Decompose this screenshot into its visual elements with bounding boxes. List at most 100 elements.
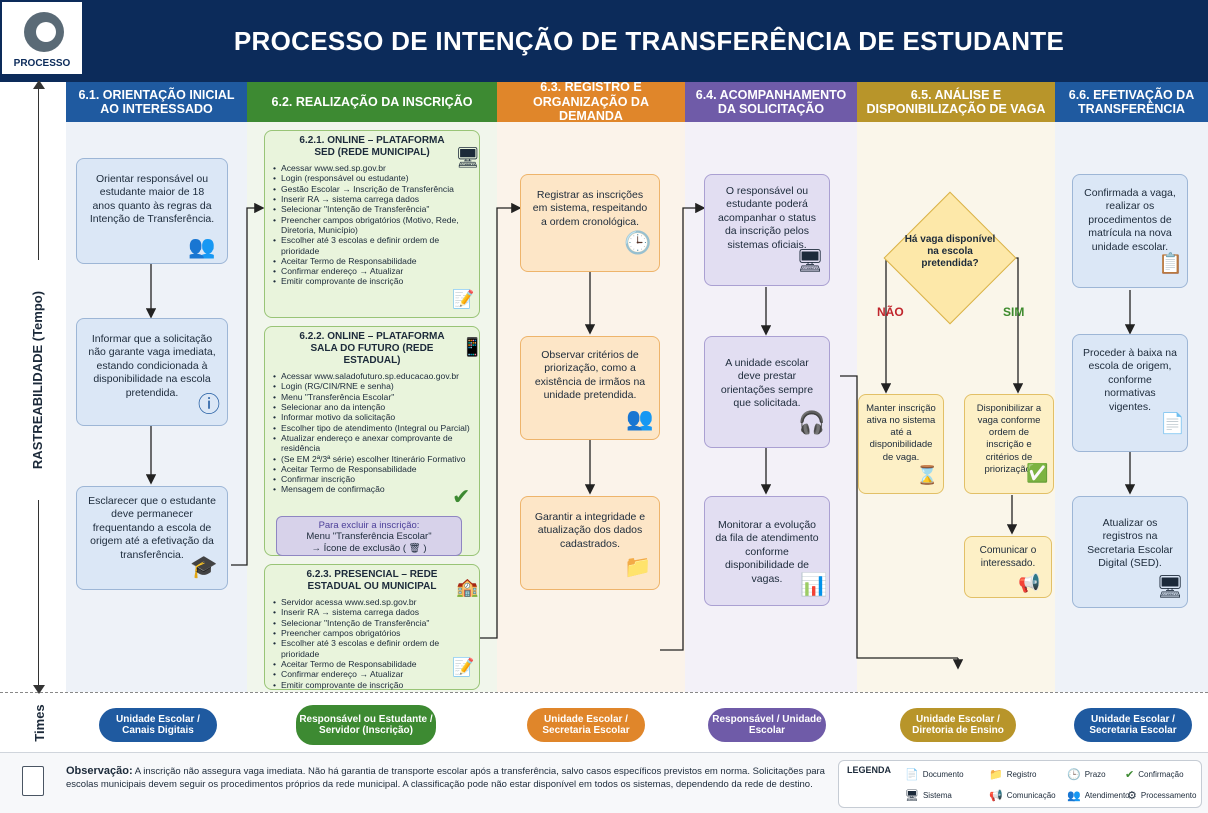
lane-header-6: 6.6. EFETIVAÇÃO DA TRANSFERÊNCIA [1055,82,1208,122]
monitor-icon: 🖥 [796,248,824,273]
online-sala-item: Escolher tipo de atendimento (Integral o… [273,423,471,434]
axis-arrow-down-icon [33,685,45,694]
online-sed-item: Gestão Escolar → Inscrição de Transferên… [273,184,471,195]
online-sed-item: Confirmar endereço → Atualizar [273,266,471,277]
team-badge-2: Responsável ou Estudante / Servidor (Ins… [296,705,436,745]
times-label: Times [31,704,47,742]
presencial-item: Aceitar Termo de Responsabilidade [273,659,471,670]
online-sala-list: Acessar www.saladofuturo.sp.educacao.gov… [273,371,471,495]
online-sala-item: (Se EM 2ª/3ª série) escolher Itinerário … [273,454,471,465]
axis-arrow-up-icon [33,80,45,89]
gear-icon: ⚙ [1127,790,1137,802]
smartphone-icon: 📱 [461,337,484,357]
team-badge-6: Unidade Escolar / Secretaria Escolar [1074,708,1192,742]
legend: LEGENDA 📄Documento 📁Registro 🕒Prazo ✔Con… [838,760,1202,808]
online-sed-item: Inserir RA → sistema carrega dados [273,194,471,205]
checkmark-icon: ✔ [452,484,471,509]
times-divider [0,692,1208,693]
document-check-icon: 📝 [452,657,475,677]
exclude-note-line1: Menu "Transferência Escolar" [306,531,432,543]
team-badge-3: Unidade Escolar / Secretaria Escolar [527,708,645,742]
legend-item-registro: 📁Registro [989,769,1037,781]
presencial-item: Selecionar "Intenção de Transferência" [273,618,471,629]
team-badge-1: Unidade Escolar / Canais Digitais [99,708,217,742]
presencial-item: Emitir comprovante de inscrição [273,680,471,691]
online-sala-item: Mensagem de confirmação [273,484,471,495]
info-icon: ⓘ [198,392,221,417]
presencial-item: Preencher campos obrigatórios [273,628,471,639]
write-off-step-text: Proceder à baixa na escola de origem, co… [1083,347,1177,413]
inform-step-text: Informar que a solicitação não garante v… [88,333,216,399]
online-sed-item: Login (responsável ou estudante) [273,173,471,184]
online-sala-item: Login (RG/CIN/RNE e senha) [273,381,471,392]
document-icon: 📄 [905,769,919,781]
presencial-list: Servidor acessa www.sed.sp.gov.brInserir… [273,597,471,690]
bar-chart-icon: 📊 [800,572,828,597]
observation-label: Observação: [66,765,133,777]
monitor-icon: 🖥 [905,790,919,802]
legend-item-sistema: 🖥Sistema [905,790,952,802]
document-icon: 📄 [1160,413,1185,435]
lane-header-1: 6.1. ORIENTAÇÃO INICIAL AO INTERESSADO [66,82,247,122]
monitor-queue-step-box: Monitorar a evolução da fila de atendime… [704,496,830,606]
write-off-step-box: Proceder à baixa na escola de origem, co… [1072,334,1188,452]
presencial-item: Servidor acessa www.sed.sp.gov.br [273,597,471,608]
online-sed-list: Acessar www.sed.sp.gov.brLogin (responsá… [273,163,471,287]
clock-icon: 🕒 [624,230,652,255]
exclude-note-line2: → Ícone de exclusão ( 🗑 ) [311,542,427,554]
online-sala-item: Confirmar inscrição [273,474,471,485]
legend-item-prazo: 🕒Prazo [1067,769,1106,781]
lane-header-3: 6.3. REGISTRO E ORGANIZAÇÃO DA DEMANDA [497,80,685,123]
people-icon: 👥 [626,406,654,431]
priority-step-box: Observar critérios de priorização, como … [520,336,660,440]
lane-header-2: 6.2. REALIZAÇÃO DA INSCRIÇÃO [247,82,497,122]
update-records-step-text: Atualizar os registros na Secretaria Esc… [1087,517,1173,570]
decision-question: Há vaga disponível na escola pretendida? [904,234,996,269]
folder-icon: 📁 [989,769,1003,781]
online-sed-title: 6.2.1. ONLINE – PLATAFORMA SED (REDE MUN… [299,135,445,158]
online-sed-item: Aceitar Termo de Responsabilidade [273,256,471,267]
online-sed-item: Acessar www.sed.sp.gov.br [273,163,471,174]
monitor-gear-icon: 🖥 [1156,574,1184,599]
register-step-box: Registrar as inscrições em sistema, resp… [520,174,660,272]
logo: PROCESSO [0,0,84,76]
lane-header-4: 6.4. ACOMPANHAMENTO DA SOLICITAÇÃO [685,82,857,122]
exclude-note: Para excluir a inscrição: Menu "Transfer… [276,516,462,556]
online-sed-box: 6.2.1. ONLINE – PLATAFORMA SED (REDE MUN… [264,130,480,318]
legend-item-comunicacao: 📢Comunicação [989,790,1056,802]
online-sala-item: Acessar www.saladofuturo.sp.educacao.gov… [273,371,471,382]
integrity-step-text: Garantir a integridade e atualização dos… [534,511,646,550]
register-step-text: Registrar as inscrições em sistema, resp… [532,189,648,228]
priority-step-text: Observar critérios de priorização, como … [534,349,646,402]
allocate-vacancy-text: Disponibilizar a vaga conforme ordem de … [976,403,1042,475]
keep-active-box: Manter inscrição ativa no sistema até a … [858,394,944,494]
online-sed-item: Emitir comprovante de inscrição [273,276,471,287]
legend-item-processamento: ⚙Processamento [1127,790,1197,802]
clock-icon: 🕒 [1067,769,1081,781]
hourglass-icon: ⌛ [916,465,939,485]
folder-icon: 📁 [624,554,652,579]
document-check-icon: 📝 [452,289,475,309]
observation-text: A inscrição não assegura vaga imediata. … [66,766,825,790]
allocate-vacancy-box: Disponibilizar a vaga conforme ordem de … [964,394,1054,494]
logo-text: PROCESSO [13,58,71,69]
clarify-step-text: Esclarecer que o estudante deve permanec… [88,495,216,561]
vacancy-decision: Há vaga disponível na escola pretendida? [883,191,1017,325]
online-sala-item: Informar motivo da solicitação [273,412,471,423]
presencial-item: Inserir RA → sistema carrega dados [273,607,471,618]
checkmark-icon: ✅ [1026,463,1049,483]
document-icon [22,766,44,796]
online-sed-item: Escolher até 3 escolas e definir ordem d… [273,235,471,256]
communicate-text: Comunicar o interessado. [979,545,1037,569]
presencial-item: Confirmar endereço → Atualizar [273,669,471,680]
communicate-box: Comunicar o interessado. [964,536,1052,598]
track-step-text: O responsável ou estudante poderá acompa… [717,185,817,251]
legend-item-document: 📄Documento [905,769,964,781]
decision-no-label: NÃO [877,305,904,319]
decision-yes-label: SIM [1003,305,1025,319]
online-sala-item: Menu "Transferência Escolar" [273,392,471,403]
team-badge-5: Unidade Escolar / Diretoria de Ensino [900,708,1016,742]
observation-note: Observação: A inscrição não assegura vag… [66,764,828,792]
legend-item-confirmacao: ✔Confirmação [1125,769,1184,781]
clarify-step-box: Esclarecer que o estudante deve permanec… [76,486,228,590]
